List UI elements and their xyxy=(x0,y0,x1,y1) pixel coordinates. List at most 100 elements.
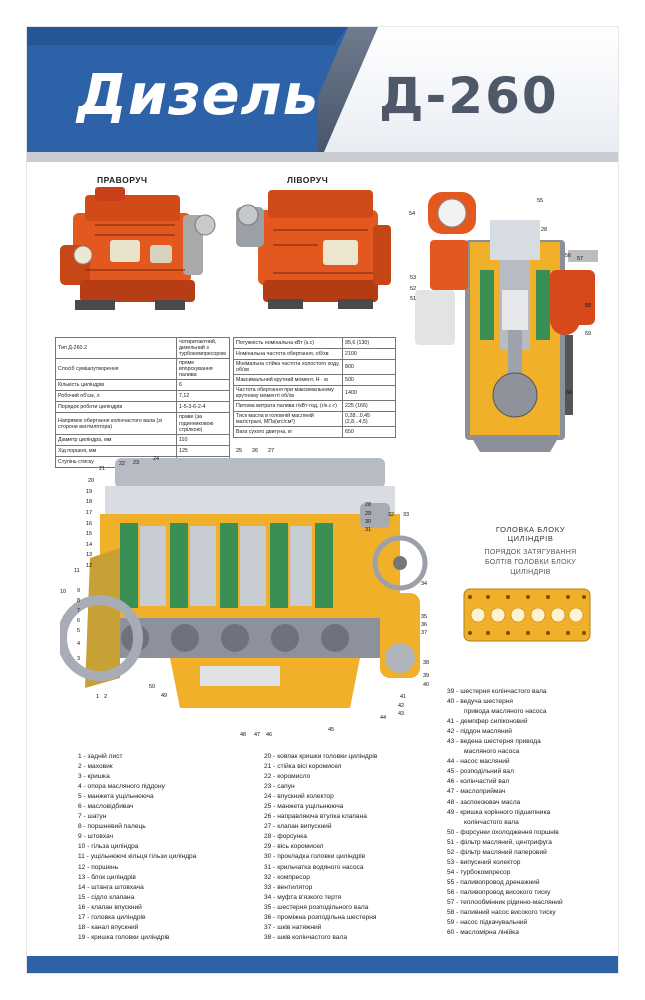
legend-item: 44 - насос масляний xyxy=(447,758,510,766)
cutaway-callout-9: 9 xyxy=(77,588,81,594)
poster-title: Дизель xyxy=(77,63,320,128)
legend-item: 28 - форсунка xyxy=(264,833,307,841)
spec-value: 1-5-3-6-2-4 xyxy=(176,401,230,414)
cutaway-callout-28: 28 xyxy=(365,502,372,508)
cutaway-callout-50: 50 xyxy=(149,684,156,690)
spec-key: Робочий об'єм, л xyxy=(55,390,177,403)
cutaway-callout-35: 35 xyxy=(421,614,428,620)
footer-band xyxy=(27,956,618,973)
legend-item: 35 - шестерня розподільного вала xyxy=(264,903,369,911)
spec-key: Потужність номінальна кВт (к.с) xyxy=(233,337,343,349)
legend-item: 42 - піддон масляний xyxy=(447,728,512,736)
spec-key: Номінальна частота обертання, об/хв xyxy=(233,348,343,360)
spec-key: Кількість циліндрів xyxy=(55,379,177,392)
callout-51: 51 xyxy=(410,296,417,302)
cutaway-callout-6: 6 xyxy=(77,618,81,624)
spec-value: 95,6 (130) xyxy=(342,337,396,349)
header-stripe xyxy=(27,27,347,45)
engine-model: Д-260 xyxy=(379,67,559,125)
cylinder-head-image xyxy=(463,588,591,642)
callout-55: 55 xyxy=(537,198,544,204)
legend-item: 3 - кришка xyxy=(78,773,110,781)
legend-item: 11 - ущільнюючі кільця гільзи циліндра xyxy=(78,853,197,861)
callout-28: 28 xyxy=(541,227,548,233)
callout-56: 56 xyxy=(565,253,572,259)
header-banner: Дизель Д-260 xyxy=(27,27,618,152)
legend-item: 52 - фільтр масляний паперовий xyxy=(447,848,547,856)
cutaway-callout-44: 44 xyxy=(380,715,387,721)
cutaway-callout-19: 19 xyxy=(86,489,93,495)
cutaway-callout-32: 32 xyxy=(388,512,395,518)
legend-item: 14 - штанга штовхача xyxy=(78,883,144,891)
cutaway-callout-7: 7 xyxy=(77,608,81,614)
spec-value: 800 xyxy=(342,358,396,376)
spec-value: чотиритактний, дизельний з турбокомпресо… xyxy=(176,336,230,360)
callout-54: 54 xyxy=(409,211,416,217)
legend-item: 20 - ковпак кришки головки циліндрів xyxy=(264,753,378,760)
spec-row: Напрямок обертання колінчастого вала (зі… xyxy=(55,412,230,435)
cutaway-callout-1: 1 xyxy=(96,694,100,700)
cutaway-callout-49: 49 xyxy=(161,693,168,699)
spec-row: Мінімальна стійка частота холостого ходу… xyxy=(233,358,396,376)
engine-cross-section-image xyxy=(415,192,598,452)
legend-item: 16 - клапан впускний xyxy=(78,903,142,911)
spec-key: Вага сухого двигуна, кг xyxy=(233,426,343,439)
legend-item: 34 - муфта в'язкого тертя xyxy=(264,893,342,901)
cutaway-callout-27: 27 xyxy=(268,448,275,454)
spec-value: праве (за годинниковою стрілкою) xyxy=(176,412,230,435)
legend-item: 55 - паливопровод дренажний xyxy=(447,878,540,886)
cutaway-callout-22: 22 xyxy=(119,461,126,467)
spec-value: 110 xyxy=(176,433,230,446)
callout-60: 60 xyxy=(566,390,573,396)
cutaway-callout-31: 31 xyxy=(365,527,372,533)
cutaway-callout-37: 37 xyxy=(421,630,428,636)
spec-value: пряме впорскування палива xyxy=(176,358,230,381)
legend-item: 5 - манжета ущільнююча xyxy=(78,793,154,801)
engine-left-view-image xyxy=(236,190,391,309)
spec-key: Частота обертання при максимальному крут… xyxy=(233,385,343,402)
spec-value: 2100 xyxy=(342,348,396,360)
cutaway-callout-23: 23 xyxy=(133,460,140,466)
spec-value: 6 xyxy=(176,379,230,392)
cutaway-callout-16: 16 xyxy=(86,521,93,527)
legend-item: 48 - заспокоювач масла xyxy=(447,798,521,806)
spec-value: 500 xyxy=(342,374,396,387)
cutaway-callout-43: 43 xyxy=(398,711,405,717)
legend-item: 47 - маслоприймач xyxy=(447,788,506,796)
view-label-left: ЛІВОРУЧ xyxy=(287,175,329,185)
legend-item: 25 - манжета ущільнююча xyxy=(264,803,344,811)
cutaway-callout-21: 21 xyxy=(99,466,106,472)
cutaway-callout-17: 17 xyxy=(86,510,93,516)
cutaway-callout-4: 4 xyxy=(77,641,81,647)
legend-item: 17 - головка циліндрів xyxy=(78,913,146,921)
legend-item: 27 - клапан випускний xyxy=(264,823,332,831)
legend-item: 36 - проміжна розподільна шестерня xyxy=(264,913,377,921)
callout-57: 57 xyxy=(577,256,584,262)
spec-value: 650 xyxy=(342,426,396,439)
legend-item: 54 - турбокомпресор xyxy=(447,868,511,876)
legend-item: 40 - ведуча шестерня xyxy=(447,698,513,706)
legend-item: 8 - поршневий палець xyxy=(78,823,146,831)
engine-cutaway-image xyxy=(60,458,428,708)
legend-item: 49 - кришка корінного підшипника xyxy=(447,808,551,816)
spec-key: Максимальний крутний момент, Н · м xyxy=(233,374,343,387)
cutaway-callout-18: 18 xyxy=(86,499,93,505)
legend-item: 6 - масловідбивач xyxy=(78,803,134,811)
legend-item: 31 - крильчатка водяного насоса xyxy=(264,863,364,871)
legend-item: 13 - блок циліндрів xyxy=(78,873,136,881)
cutaway-callout-40: 40 xyxy=(423,682,430,688)
callout-53: 53 xyxy=(410,275,417,281)
spec-value: 225 (166) xyxy=(342,400,396,413)
cutaway-callout-2: 2 xyxy=(104,694,108,700)
legend-item: 59 - насос підкачувальний xyxy=(447,919,528,927)
legend-item: 26 - направляюча втулка клапана xyxy=(264,813,367,821)
spec-key: Порядок роботи циліндрів xyxy=(55,401,177,414)
cutaway-callout-39: 39 xyxy=(423,673,430,679)
cutaway-callout-34: 34 xyxy=(421,581,428,587)
cutaway-callout-8: 8 xyxy=(77,598,81,604)
